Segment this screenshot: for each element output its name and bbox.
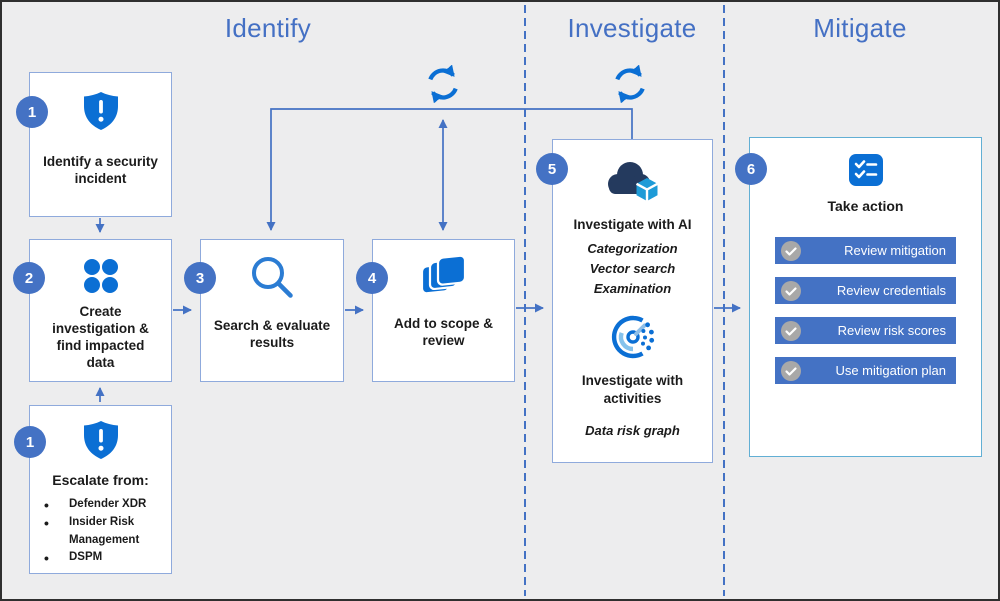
- ai-method: Examination: [593, 281, 672, 296]
- check-circle-icon: [781, 280, 801, 301]
- check-circle-icon: [781, 240, 801, 261]
- sync-loop-icon: [428, 64, 458, 104]
- step-title: Identify a security incident: [43, 154, 158, 186]
- investigate-ai-methods: Categorization Vector search Examination: [587, 239, 677, 299]
- ai-method: Vector search: [589, 261, 676, 276]
- phase-header-investigate: Investigate: [567, 13, 697, 43]
- review-mitigation-button[interactable]: Review mitigation: [775, 237, 956, 264]
- escalate-source-list: Defender XDR Insider Risk Management DSP…: [30, 495, 171, 570]
- action-button-list: Review mitigation Review credentials Rev…: [775, 237, 956, 384]
- shield-alert-icon: [83, 421, 118, 459]
- app-dots-icon: [83, 259, 118, 293]
- cloud-ai-icon: [607, 162, 658, 201]
- take-action-title: Take action: [827, 198, 904, 214]
- step-title: Create investigation & find impacted dat…: [52, 304, 149, 370]
- step-badge-5: 5: [536, 153, 568, 185]
- step-box-add-scope: Add to scope & review: [372, 239, 515, 382]
- review-credentials-button[interactable]: Review credentials: [775, 277, 956, 304]
- investigate-activities-method: Data risk graph: [585, 423, 680, 439]
- step-box-create-investigation: Create investigation & find impacted dat…: [29, 239, 172, 382]
- escalate-source: Insider Risk Management: [42, 513, 171, 550]
- review-risk-scores-button[interactable]: Review risk scores: [775, 317, 956, 344]
- step-box-take-action: Take action Review mitigation Review cre…: [749, 137, 982, 457]
- task-list-icon: [848, 154, 883, 186]
- search-icon: [252, 257, 293, 298]
- escalate-source: Defender XDR: [42, 495, 171, 516]
- step-badge-1-escalate: 1: [14, 426, 46, 458]
- sync-loop-icon: [615, 64, 645, 104]
- phase-header-identify: Identify: [224, 13, 312, 43]
- phase-header-mitigate: Mitigate: [813, 13, 907, 43]
- step-badge-3: 3: [184, 262, 216, 294]
- step-badge-1: 1: [16, 96, 48, 128]
- check-circle-icon: [781, 360, 801, 381]
- step-box-escalate: Escalate from: Defender XDR Insider Risk…: [29, 405, 172, 574]
- action-button-label: Review risk scores: [837, 323, 946, 338]
- step-box-search-evaluate: Search & evaluate results: [200, 239, 344, 382]
- action-button-label: Review credentials: [836, 283, 946, 298]
- step-badge-2: 2: [13, 262, 45, 294]
- escalate-source: DSPM: [42, 548, 171, 569]
- step-title: Add to scope & review: [393, 316, 493, 348]
- escalate-title: Escalate from:: [52, 472, 149, 488]
- layers-icon: [420, 254, 466, 295]
- investigate-ai-title: Investigate with AI: [573, 217, 692, 232]
- check-circle-icon: [781, 320, 801, 341]
- step-badge-6: 6: [735, 153, 767, 185]
- step-badge-4: 4: [356, 262, 388, 294]
- step-title: Search & evaluate results: [213, 318, 331, 350]
- use-mitigation-plan-button[interactable]: Use mitigation plan: [775, 357, 956, 384]
- shield-alert-icon: [83, 92, 118, 130]
- investigate-activities-title: Investigate with activities: [581, 373, 684, 406]
- step-box-identify-incident: Identify a security incident: [29, 72, 172, 217]
- action-button-label: Review mitigation: [844, 243, 946, 258]
- step-box-investigate: Investigate with AI Categorization Vecto…: [552, 139, 713, 463]
- action-button-label: Use mitigation plan: [835, 363, 946, 378]
- ai-method: Categorization: [587, 241, 678, 256]
- activity-gauge-icon: [611, 315, 654, 359]
- activity-gauge-wrap: [607, 311, 659, 368]
